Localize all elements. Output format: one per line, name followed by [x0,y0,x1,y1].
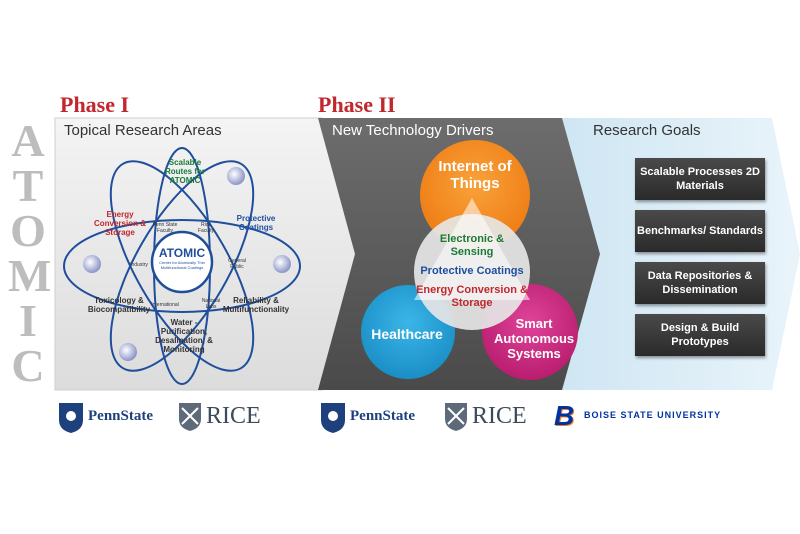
partner-penn-state-faculty: Penn State Faculty [152,222,178,234]
partner-rice-faculty: Rice Faculty [197,222,215,234]
atom-center-subtitle: Center for Atomically Thin Multifunction… [159,260,205,270]
area-protective: Protective Coatings [236,214,276,232]
bubble-smart-label: Smart Autonomous Systems [494,316,575,361]
rice-logo-text: RICE [472,403,527,429]
partner-international: International [151,302,179,308]
atom-nucleus [150,230,214,294]
center-triangle [414,198,530,300]
atom-center-label: ATOMIC Center for Atomically Thin Multif… [152,246,212,270]
area-toxicology: Toxicology & Biocompatibility [87,296,151,314]
rice-shield-icon [444,402,468,432]
phase1-section-title: Topical Research Areas [64,122,222,139]
partner-industry: Industry [130,262,148,268]
boise-mark-icon: B [554,400,575,431]
pennstate-shield-icon [320,402,346,434]
rice-logo-text: RICE [206,403,261,429]
electron-ball [227,167,245,185]
rice-shield-icon [178,402,202,432]
title-letter: T [12,160,44,211]
electron-ball [83,255,101,273]
goal-box: Scalable Processes 2D Materials [635,158,765,200]
electron-ball [119,343,137,361]
bubble-healthcare-label: Healthcare [371,326,443,342]
pennstate-shield-icon [58,402,84,434]
goal-box: Benchmarks/ Standards [635,210,765,252]
pennstate-logo-text: PennState [350,408,415,424]
center-electronic: Electronic & Sensing [439,233,505,258]
electron-ball [273,255,291,273]
area-scalable: Scalable Routes for ATOMIC [165,158,205,185]
phase2-label: Phase II [318,92,396,117]
phase2-section-title: New Technology Drivers [332,122,494,139]
title-letter: A [11,115,45,166]
title-letter: I [19,295,37,346]
area-energy: Energy Conversion & Storage [93,210,146,237]
goal-box: Data Repositories & Dissemination [635,262,765,304]
pennstate-logo-text: PennState [88,408,153,424]
title-letter: M [8,250,52,301]
boise-logo-text: BOISE STATE UNIVERSITY [584,410,722,420]
partner-general-public: General Public [228,258,246,270]
bubble-iot-label: Internet of Things [438,158,512,192]
phase1-label: Phase I [60,92,130,117]
area-water: Water - Purification, Desalination, & Mo… [155,318,213,354]
area-reliability: Reliability & Multifunctionality [222,296,290,314]
center-energy: Energy Conversion & Storage [416,284,528,309]
title-letter: O [10,205,46,256]
title-letter: C [11,340,45,391]
goal-box: Design & Build Prototypes [635,314,765,356]
center-protective: Protective Coatings [420,265,524,277]
partner-national-labs: National Labs [201,298,221,310]
goals-section-title: Research Goals [593,122,701,139]
atom-center-name: ATOMIC [158,246,206,260]
